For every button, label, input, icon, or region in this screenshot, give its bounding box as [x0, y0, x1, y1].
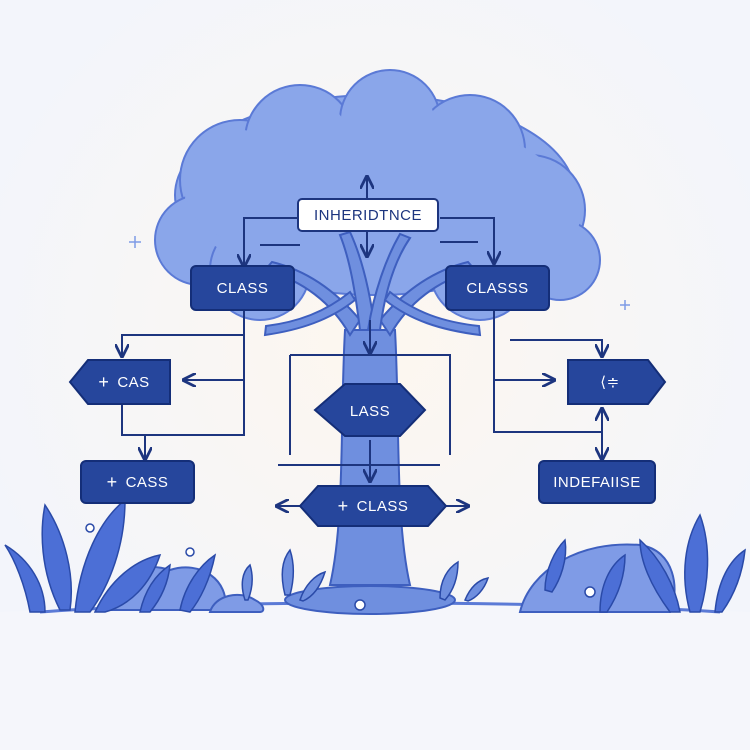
node-class-left-label: CLASS [216, 279, 269, 297]
sparkles [129, 236, 630, 310]
flowers [85, 523, 596, 611]
connectors [122, 178, 602, 506]
node-lass-label: LASS [349, 402, 391, 420]
root-node-inheritance: INHERIDTNCE [297, 198, 439, 232]
root-node-label: INHERIDTNCE [313, 206, 422, 224]
node-indefaiise-label: INDEFAIISE [553, 473, 641, 491]
node-classs-right-label: CLASSS [466, 279, 529, 297]
node-right-symbol-label: ⟨≑ [600, 374, 620, 391]
node-class-left: CLASS [190, 265, 295, 311]
node-cass: + CASS [80, 460, 195, 504]
node-cass-label: CASS [125, 473, 169, 491]
node-lass: LASS [330, 394, 410, 428]
sprouts [241, 548, 490, 602]
node-class-center-label: CLASS [356, 497, 409, 515]
node-shapes [68, 359, 667, 527]
plants-right [544, 513, 746, 613]
node-classs-right: CLASSS [445, 265, 550, 311]
plus-icon: + [106, 471, 118, 492]
plus-icon: + [98, 371, 110, 392]
node-class-center: + CLASS [305, 488, 441, 524]
plus-icon: + [337, 495, 349, 516]
node-indefaiise: INDEFAIISE [538, 460, 656, 504]
node-cas: + CAS [78, 360, 170, 404]
node-right-symbol: ⟨≑ [570, 360, 650, 404]
node-cas-label: CAS [117, 373, 150, 391]
plants-left [4, 498, 217, 613]
